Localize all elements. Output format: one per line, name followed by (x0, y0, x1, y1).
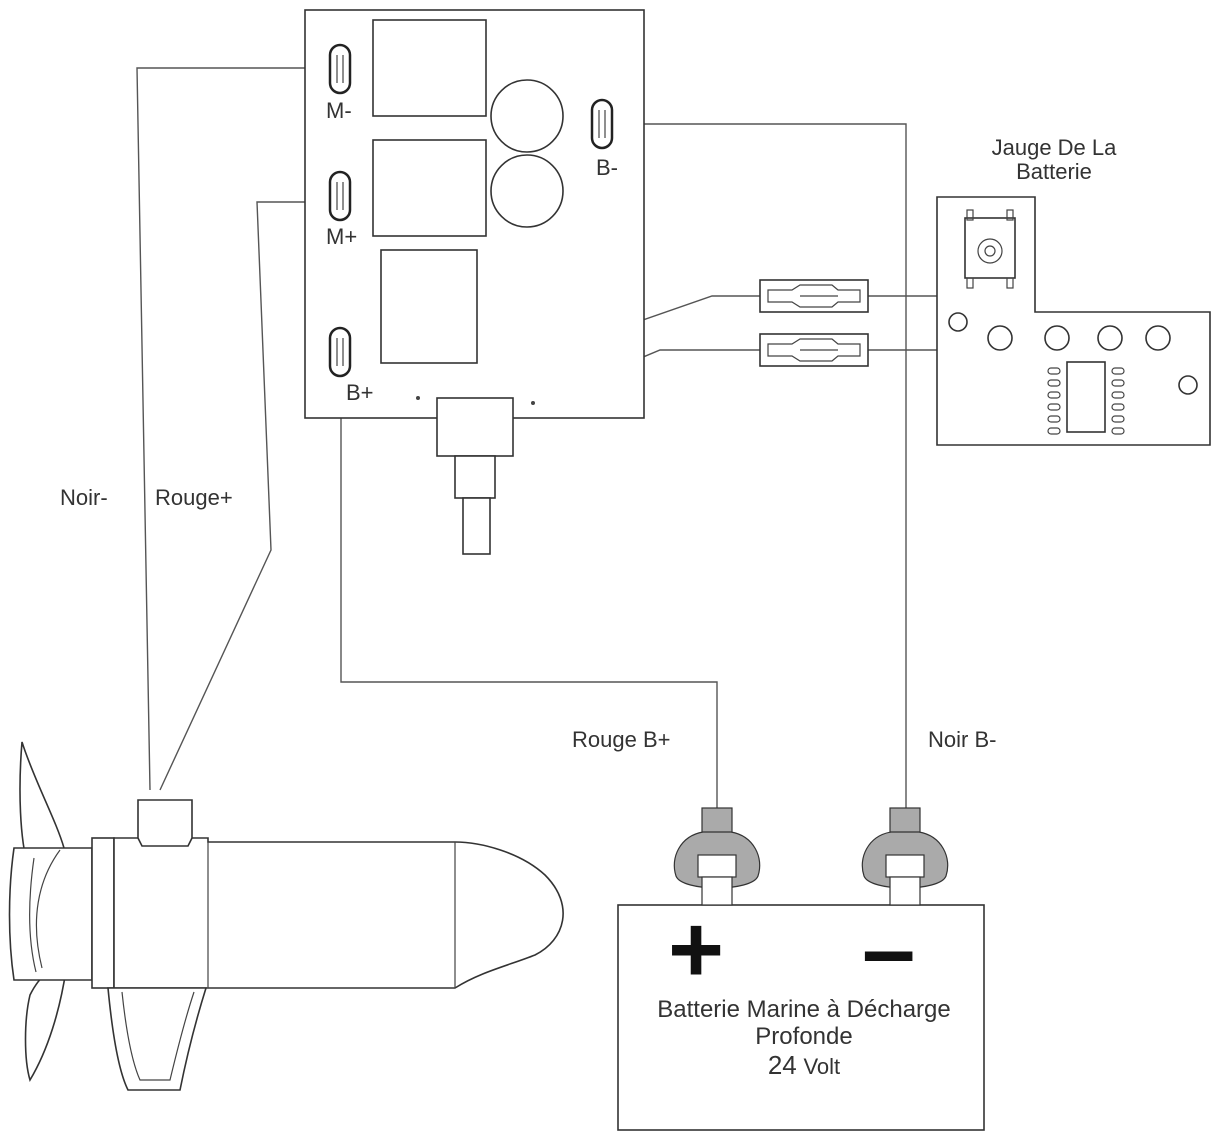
gauge-chip (1066, 361, 1106, 433)
connector-1 (759, 279, 869, 313)
trolling-motor (8, 741, 564, 1091)
battery-gauge-board (936, 196, 1211, 446)
battery-voltage-unit: Volt (803, 1054, 841, 1079)
battery-voltage-value: 24 (767, 1050, 797, 1080)
label-rouge-battery: Rouge B+ (572, 727, 671, 752)
battery-label-line2: Profonde (755, 1023, 853, 1050)
wire-motor-black (136, 67, 330, 791)
gauge-title-line1: Jauge De La (991, 135, 1117, 160)
battery-label: Batterie Marine à Décharge Profonde 24 V… (618, 998, 990, 1079)
terminal-b-minus (590, 98, 614, 150)
label-m-plus: M+ (326, 224, 358, 249)
label-noir-motor: Noir- (60, 485, 108, 510)
battery-minus-symbol: – (862, 896, 916, 1003)
speed-control-potentiometer (436, 397, 514, 555)
capacitor-2 (490, 154, 564, 228)
label-noir-battery: Noir B- (928, 727, 997, 752)
battery-label-line1: Batterie Marine à Décharge (657, 996, 951, 1023)
connector-2 (759, 333, 869, 367)
component-block-2 (372, 139, 487, 237)
label-m-minus: M- (326, 98, 352, 123)
terminal-m-minus (328, 43, 352, 95)
gauge-title: Jauge De La Batterie (964, 137, 1144, 183)
gauge-switch (964, 217, 1016, 279)
capacitor-1 (490, 79, 564, 153)
battery-post-negative (861, 807, 949, 906)
battery-plus-symbol: + (668, 896, 725, 1003)
wire-battery-red (340, 382, 718, 808)
battery (617, 807, 985, 1131)
terminal-m-plus (328, 170, 352, 222)
battery-post-positive (673, 807, 761, 906)
wire-motor-red (159, 201, 330, 791)
controller-board (304, 9, 645, 555)
label-rouge-motor: Rouge+ (155, 485, 233, 510)
wire-battery-black (612, 123, 907, 808)
label-b-plus: B+ (346, 380, 374, 405)
terminal-b-plus (328, 326, 352, 378)
component-block-1 (372, 19, 487, 117)
gauge-title-line2: Batterie (1016, 159, 1092, 184)
component-block-3 (380, 249, 478, 364)
label-b-minus: B- (596, 155, 618, 180)
